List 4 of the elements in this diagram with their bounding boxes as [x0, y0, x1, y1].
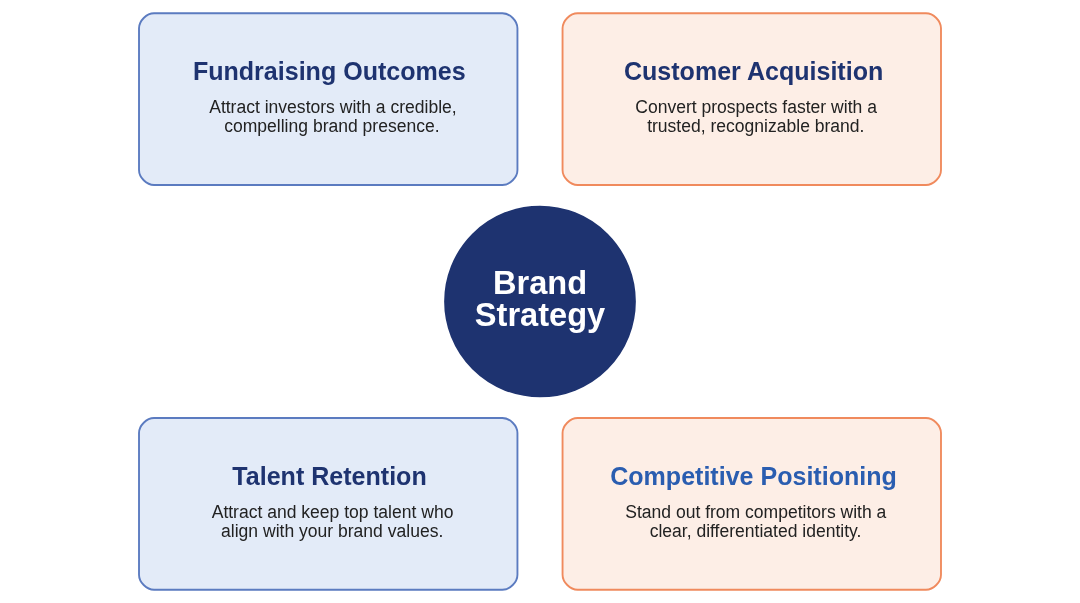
node-box: Talent Retention Attract and keep top talent who align with your brand values.	[138, 417, 519, 591]
node-box: Fundraising Outcomes Attract investors with a credible, compelling brand presence.	[138, 12, 519, 186]
node-box: Competitive Positioning Stand out from competitors with a clear, differentiated identity.	[561, 417, 942, 591]
node-box: Customer Acquisition Convert prospects faster with a trusted, recognizable brand.	[561, 12, 942, 186]
